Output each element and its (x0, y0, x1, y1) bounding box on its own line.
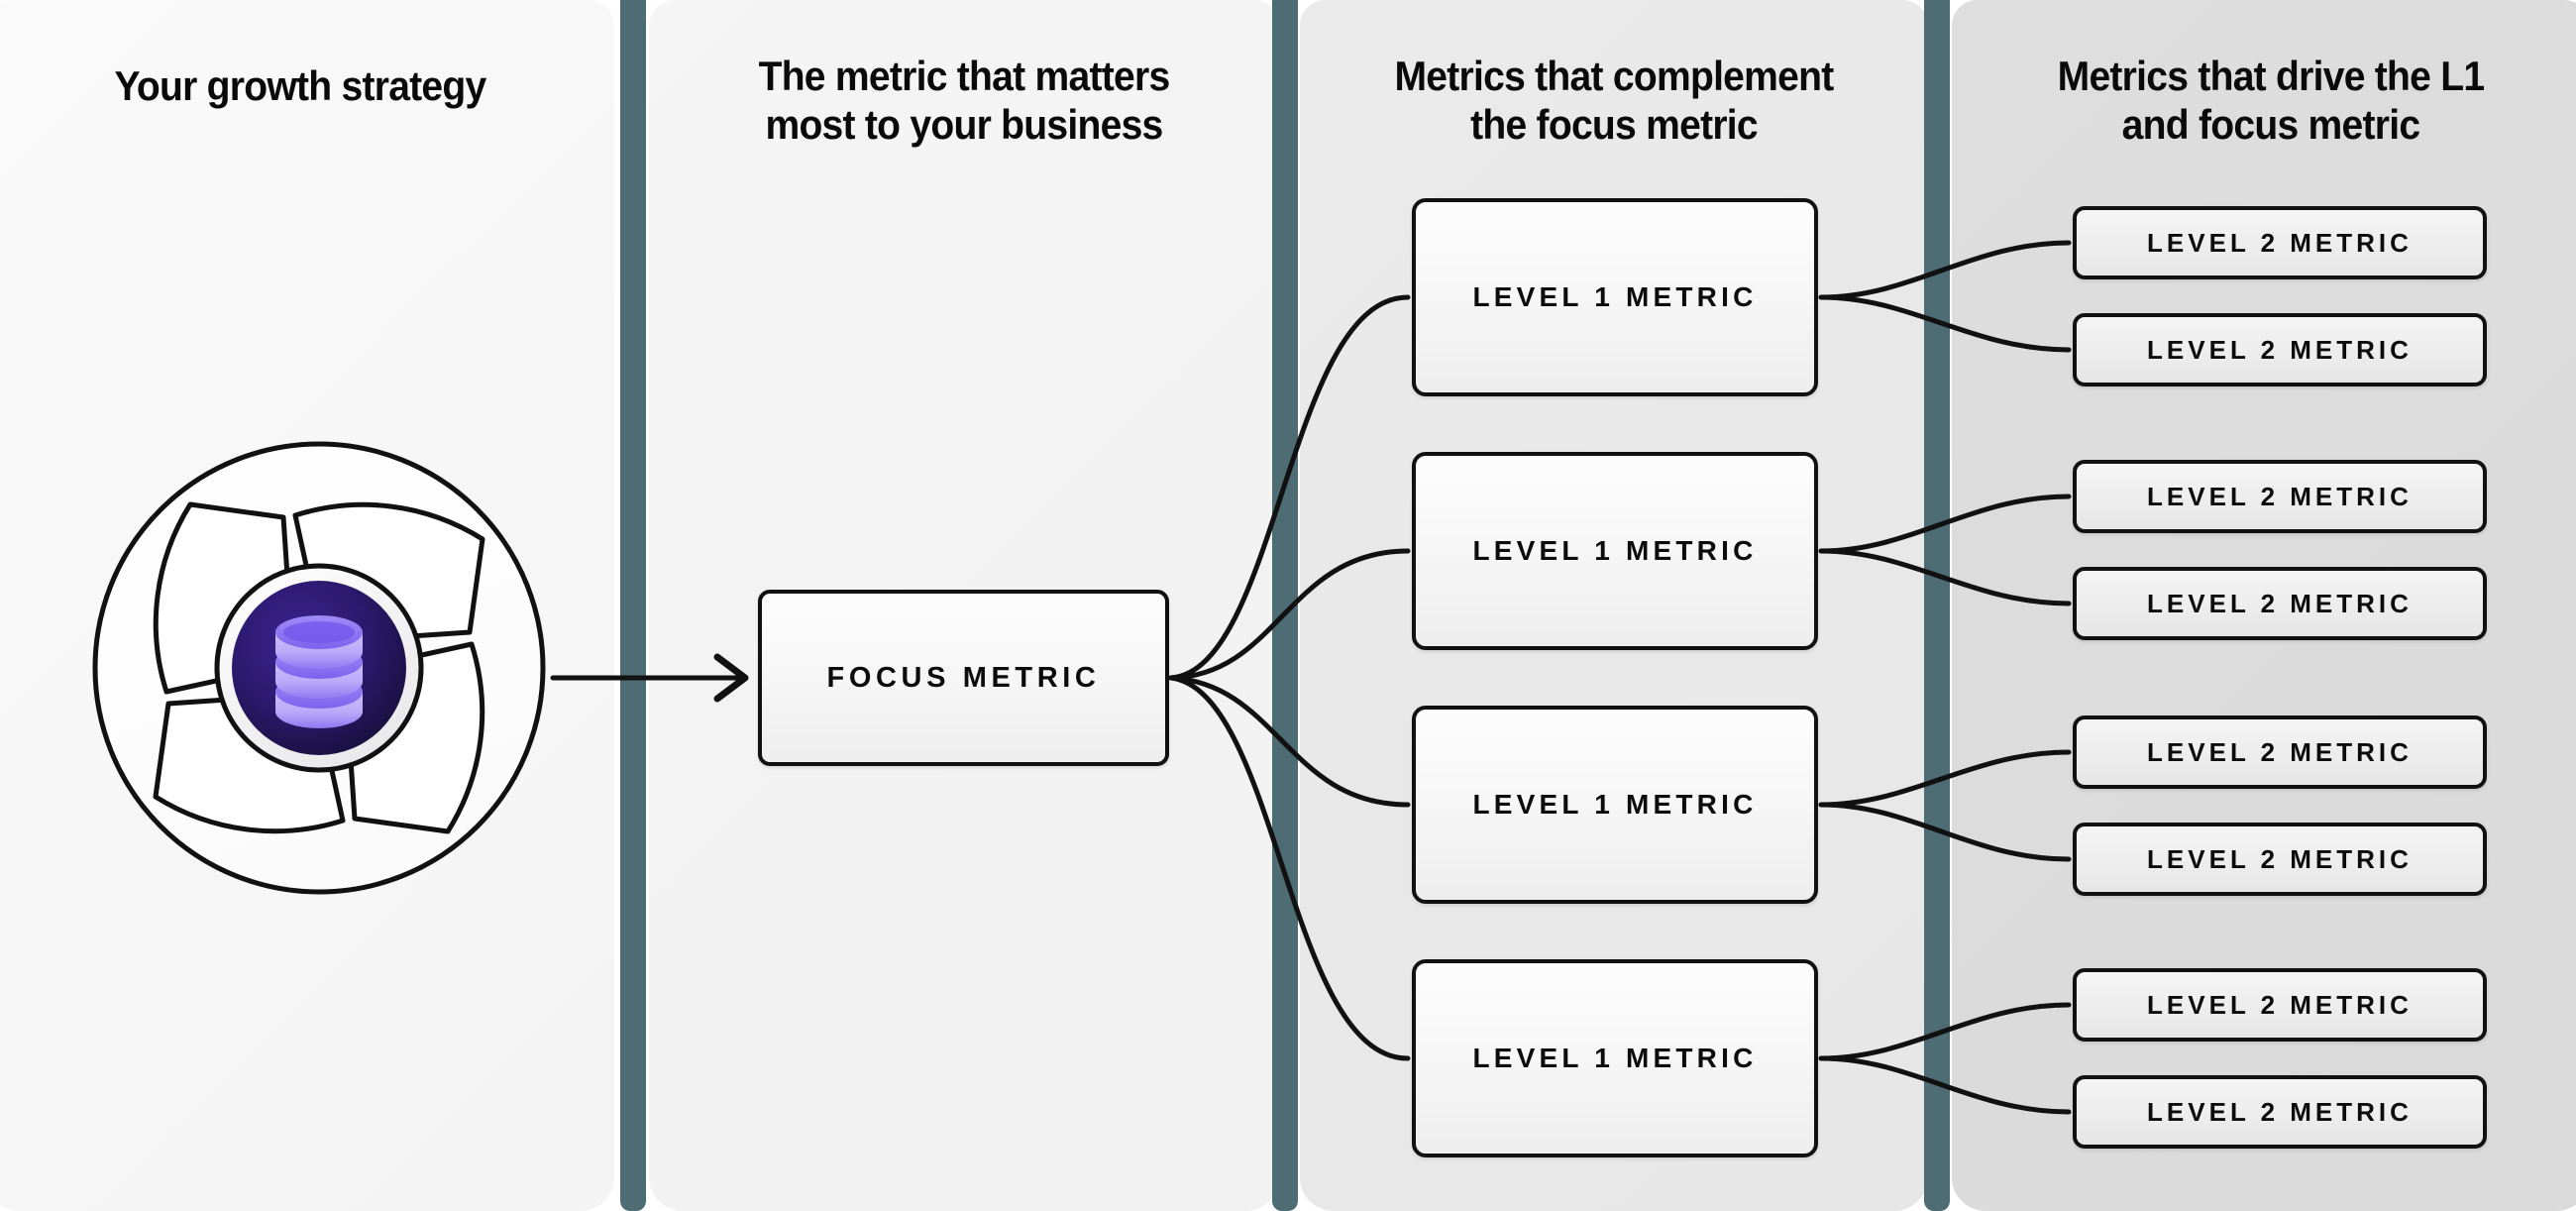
level-1-metric-label: LEVEL 1 METRIC (1472, 535, 1758, 566)
aperture-pinwheel-icon (92, 441, 546, 895)
level-1-metric-box-3[interactable]: LEVEL 1 METRIC (1412, 706, 1818, 904)
level-2-metric-label: LEVEL 2 METRIC (2147, 588, 2413, 618)
level-1-metric-label: LEVEL 1 METRIC (1472, 281, 1758, 312)
column-divider-2 (1272, 0, 1298, 1211)
level-2-metric-label: LEVEL 2 METRIC (2147, 227, 2413, 258)
column-title-line-1: Metrics that drive the L1 (2057, 53, 2485, 99)
level-1-metric-label: LEVEL 1 METRIC (1472, 1043, 1758, 1073)
column-title-line-2: and focus metric (2121, 101, 2420, 149)
column-title-line-2: the focus metric (1470, 101, 1759, 149)
level-2-metric-label: LEVEL 2 METRIC (2147, 481, 2413, 511)
column-title-line-1: The metric that matters (758, 53, 1171, 99)
column-title-line-2: most to your business (765, 101, 1163, 149)
level-1-metric-label: LEVEL 1 METRIC (1472, 789, 1758, 820)
column-title-line-1: Metrics that complement (1394, 53, 1834, 99)
level-2-metric-box-2[interactable]: LEVEL 2 METRIC (2073, 313, 2487, 386)
column-title-growth-strategy: Your growth strategy (114, 62, 486, 109)
database-icon (275, 615, 363, 728)
focus-metric-box[interactable]: FOCUS METRIC (758, 590, 1169, 766)
level-1-metric-box-2[interactable]: LEVEL 1 METRIC (1412, 452, 1818, 650)
level-2-metric-label: LEVEL 2 METRIC (2147, 989, 2413, 1020)
column-divider-1 (620, 0, 646, 1211)
level-2-metric-box-8[interactable]: LEVEL 2 METRIC (2073, 1075, 2487, 1149)
level-2-metric-label: LEVEL 2 METRIC (2147, 1096, 2413, 1127)
focus-metric-label: FOCUS METRIC (826, 661, 1101, 694)
level-2-metric-label: LEVEL 2 METRIC (2147, 843, 2413, 874)
level-2-metric-box-1[interactable]: LEVEL 2 METRIC (2073, 206, 2487, 279)
level-2-metric-box-3[interactable]: LEVEL 2 METRIC (2073, 460, 2487, 533)
growth-strategy-emblem (87, 436, 551, 900)
level-2-metric-label: LEVEL 2 METRIC (2147, 334, 2413, 365)
level-1-metric-box-1[interactable]: LEVEL 1 METRIC (1412, 198, 1818, 396)
level-2-metric-box-5[interactable]: LEVEL 2 METRIC (2073, 716, 2487, 789)
level-2-metric-label: LEVEL 2 METRIC (2147, 736, 2413, 767)
column-title-driver-metrics: Metrics that drive the L1 and focus metr… (1975, 52, 2568, 149)
level-2-metric-box-7[interactable]: LEVEL 2 METRIC (2073, 968, 2487, 1042)
column-divider-3 (1924, 0, 1950, 1211)
level-1-metric-box-4[interactable]: LEVEL 1 METRIC (1412, 959, 1818, 1157)
column-title-focus-metric: The metric that matters most to your bus… (671, 52, 1256, 149)
level-2-metric-box-4[interactable]: LEVEL 2 METRIC (2073, 567, 2487, 640)
level-2-metric-box-6[interactable]: LEVEL 2 METRIC (2073, 823, 2487, 896)
column-title-complement-metrics: Metrics that complement the focus metric (1322, 52, 1906, 149)
